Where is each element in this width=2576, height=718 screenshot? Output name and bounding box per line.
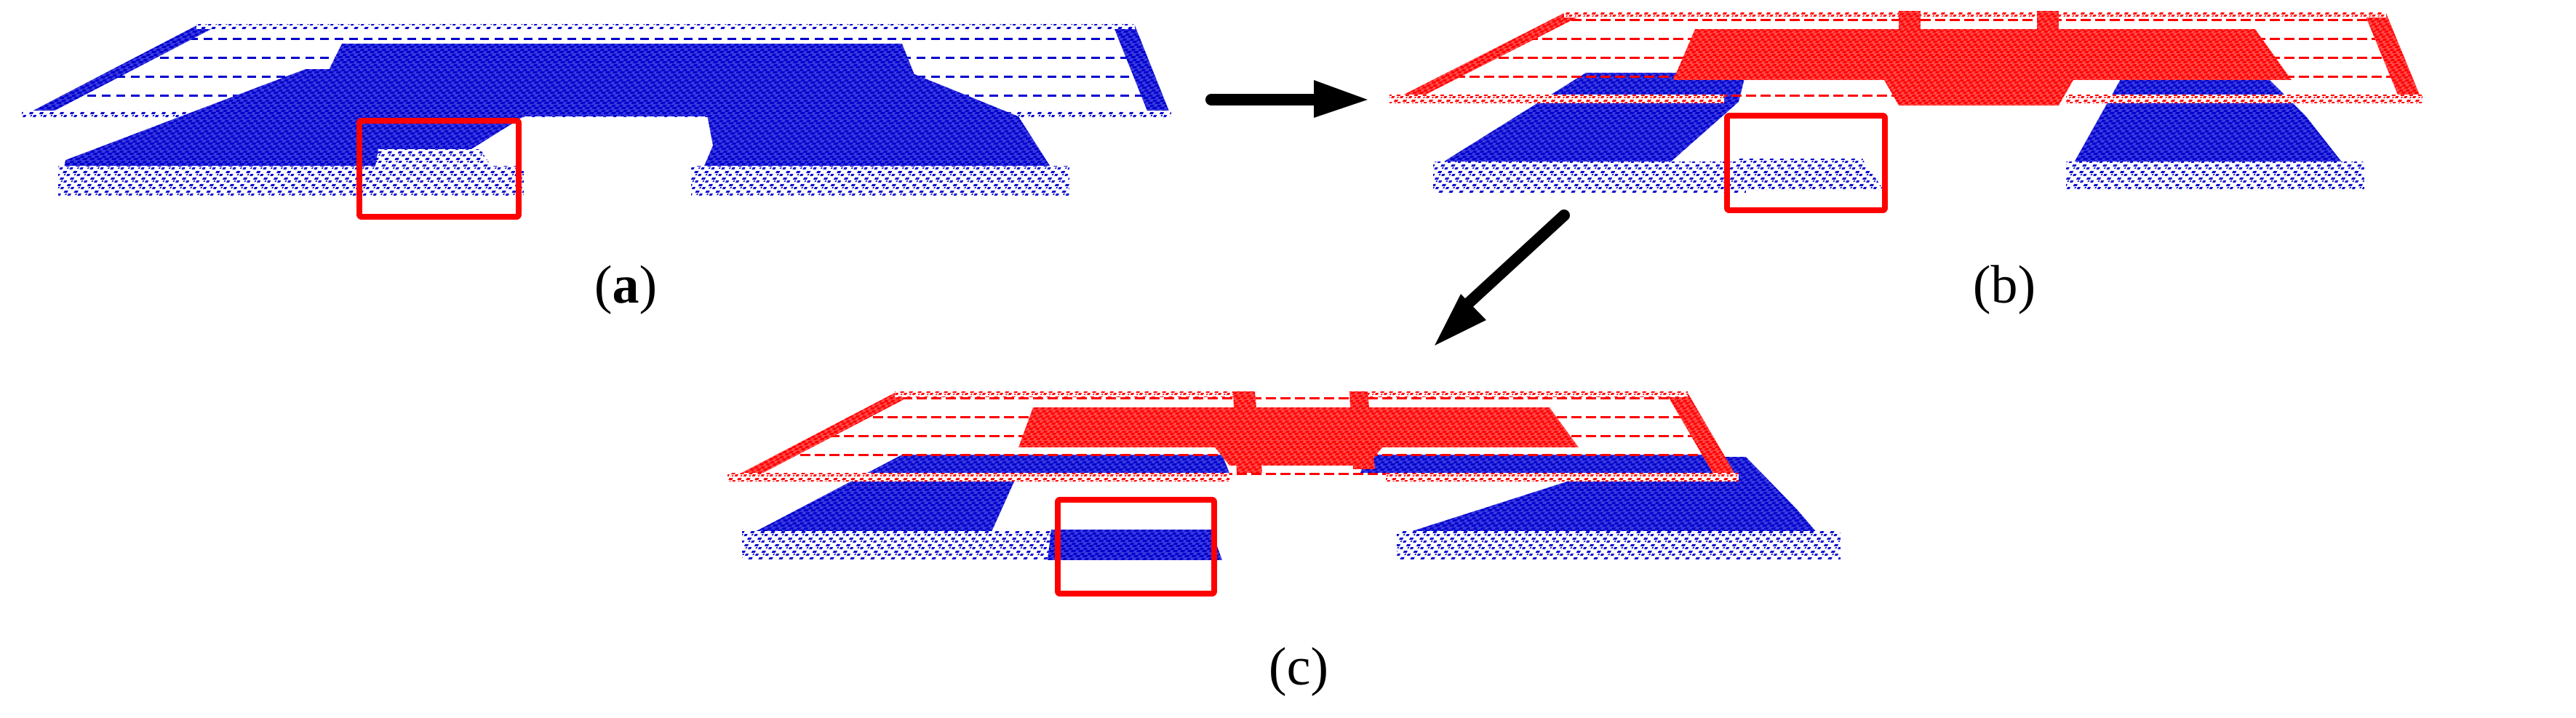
panel-b (1389, 11, 2423, 213)
panel-a (22, 24, 1171, 220)
panel-a-label: (a) (594, 255, 658, 315)
arrow-b-to-c-icon (1435, 210, 1570, 346)
panel-c-label: (c) (1268, 637, 1329, 697)
panel-b-highlight-box (1724, 113, 1888, 213)
panel-a-deck-points (22, 24, 1171, 118)
panel-b-label: (b) (1972, 255, 2036, 315)
panel-a-ground-points (58, 69, 1069, 196)
panel-c-deck-points (727, 391, 1739, 482)
panel-b-deck-points (1389, 11, 2423, 105)
panel-c-highlight-box (1055, 497, 1217, 597)
arrow-a-to-b-icon (1205, 80, 1368, 118)
panel-c (727, 391, 1841, 597)
panel-a-highlight-box (356, 118, 522, 220)
